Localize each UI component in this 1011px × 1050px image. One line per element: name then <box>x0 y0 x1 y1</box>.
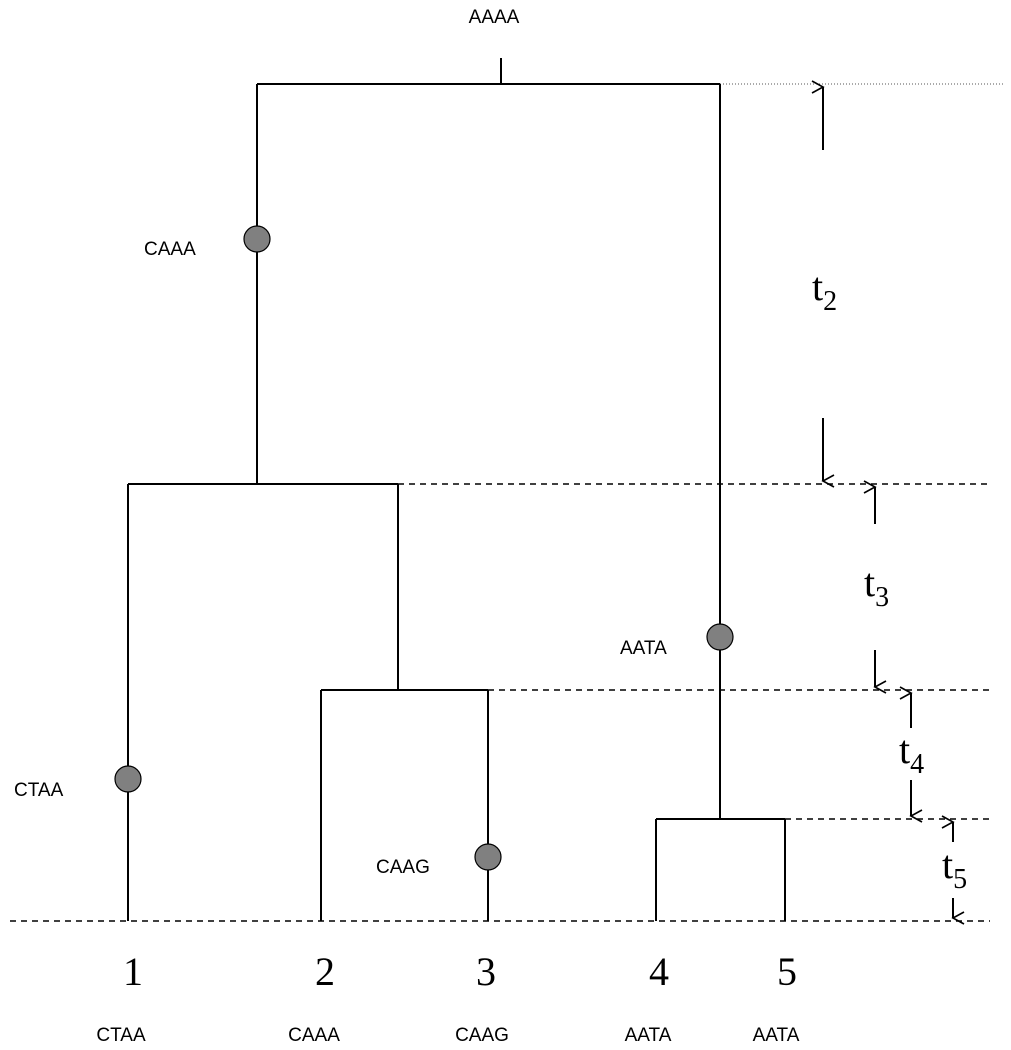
mutation-marker <box>114 765 142 793</box>
interval-label-t4: t4 <box>899 727 924 780</box>
mutation-label: CAAG <box>376 857 430 878</box>
mutation-markers: CAAA CTAA CAAG AATA <box>14 225 734 878</box>
interval-labels: t2 t3 t4 t5 <box>812 264 967 895</box>
leaves: 1 2 3 4 5 CTAA CAAA CAAG AATA AATA <box>96 949 799 1046</box>
tree-branches <box>127 83 786 921</box>
time-level-lines <box>10 83 1004 922</box>
mutation-label: CTAA <box>14 780 64 801</box>
mutation-marker <box>474 843 502 871</box>
leaf-number: 2 <box>315 949 335 994</box>
leaf-sequence: AATA <box>625 1025 672 1046</box>
leaf-number: 3 <box>476 949 496 994</box>
interval-label-t5: t5 <box>942 842 967 895</box>
interval-label-t3: t3 <box>864 560 889 613</box>
mutation-label: CAAA <box>144 239 196 260</box>
root: AAAA <box>469 7 520 84</box>
leaf-sequence: CTAA <box>96 1025 146 1046</box>
leaf-number: 4 <box>649 949 669 994</box>
interval-label-t2: t2 <box>812 264 837 317</box>
leaf-sequence: CAAA <box>288 1025 340 1046</box>
leaf-number: 5 <box>777 949 797 994</box>
root-sequence-label: AAAA <box>469 7 520 28</box>
leaf-sequence: CAAG <box>455 1025 509 1046</box>
leaf-sequence: AATA <box>753 1025 800 1046</box>
interval-arrows <box>811 80 965 925</box>
mutation-marker <box>706 623 734 651</box>
mutation-label: AATA <box>620 638 667 659</box>
mutation-marker <box>243 225 271 253</box>
leaf-number: 1 <box>123 949 143 994</box>
